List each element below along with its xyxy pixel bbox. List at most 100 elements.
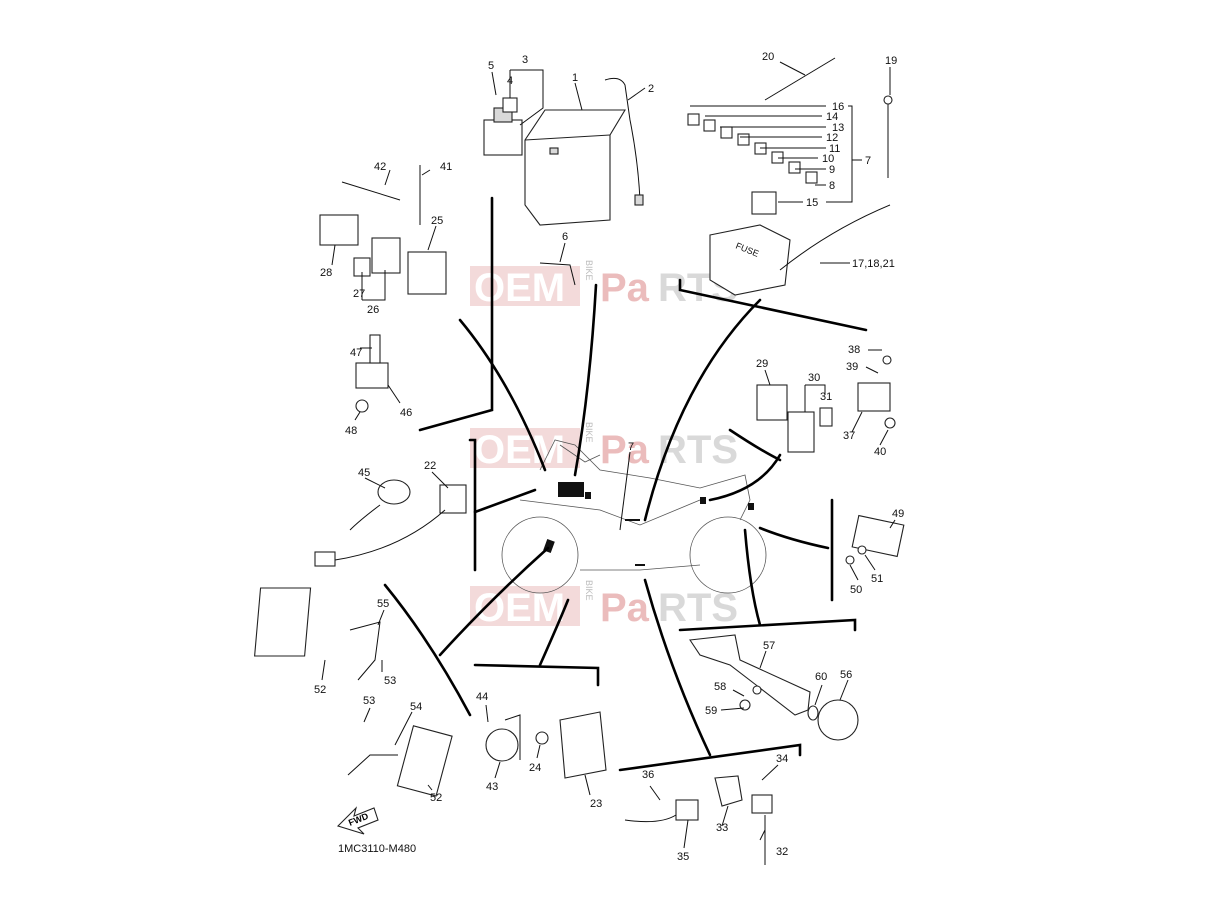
callout-46: 46 (400, 407, 412, 419)
callout-41: 41 (440, 161, 452, 173)
battery (524, 109, 626, 226)
socket-and-coupler (314, 479, 467, 567)
callout-55: 55 (377, 598, 389, 610)
callout-10: 10 (822, 153, 834, 165)
callout-23: 23 (590, 798, 602, 810)
diagram-code: 1MC3110-M480 (338, 843, 416, 855)
svg-text:OEM: OEM (474, 586, 565, 630)
callout-26: 26 (367, 304, 379, 316)
callout-53-rear: 53 (384, 675, 396, 687)
callout-labels: 1 2 3 4 5 6 7 7 8 9 10 11 12 13 14 15 16… (314, 51, 904, 863)
callout-37: 37 (843, 430, 855, 442)
callout-31: 31 (820, 391, 832, 403)
callout-14: 14 (826, 111, 838, 123)
callout-36: 36 (642, 769, 654, 781)
watermark-middle: OEM BIKE Pa RTS (470, 422, 738, 472)
callout-24: 24 (529, 762, 541, 774)
cable-tie (764, 57, 893, 178)
callout-11: 11 (829, 143, 840, 155)
clamp (539, 262, 576, 286)
callout-2: 2 (648, 83, 654, 95)
callout-8: 8 (829, 180, 835, 192)
callout-19: 19 (885, 55, 897, 67)
callout-53-front: 53 (363, 695, 375, 707)
svg-text:Pa: Pa (600, 428, 650, 472)
callout-59: 59 (705, 705, 717, 717)
svg-text:BIKE: BIKE (584, 260, 594, 281)
switch (857, 355, 896, 429)
speed-sensor (714, 775, 773, 865)
relay-cluster-right (756, 384, 833, 453)
license-bracket (689, 634, 859, 741)
callout-52-rear: 52 (314, 684, 326, 696)
callout-45: 45 (358, 467, 370, 479)
reflector-front (347, 725, 453, 797)
callout-51: 51 (871, 573, 883, 585)
callout-15: 15 (806, 197, 818, 209)
callout-58: 58 (714, 681, 726, 693)
callout-49: 49 (892, 508, 904, 520)
callout-6: 6 (562, 231, 568, 243)
callout-40: 40 (874, 446, 886, 458)
callout-28: 28 (320, 267, 332, 279)
callout-32: 32 (776, 846, 788, 858)
battery-lead (604, 77, 644, 206)
callout-47: 47 (350, 347, 362, 359)
watermark-top: OEM BIKE Pa RTS (470, 260, 738, 310)
ecu (535, 711, 607, 779)
svg-text:RTS: RTS (658, 586, 738, 630)
callout-38: 38 (848, 344, 860, 356)
callout-39: 39 (846, 361, 858, 373)
callout-9: 9 (829, 164, 835, 176)
callout-7-harness: 7 (628, 441, 634, 453)
callout-7: 7 (865, 155, 871, 167)
callout-34: 34 (776, 753, 788, 765)
callout-22: 22 (424, 460, 436, 472)
svg-text:OEM: OEM (474, 428, 565, 472)
fwd-arrow-icon: FWD (336, 806, 379, 835)
callout-57: 57 (763, 640, 775, 652)
callout-60: 60 (815, 671, 827, 683)
fuses (687, 113, 818, 215)
callout-4: 4 (507, 75, 513, 87)
callout-30: 30 (808, 372, 820, 384)
svg-text:Pa: Pa (600, 586, 650, 630)
callout-5: 5 (488, 60, 494, 72)
callout-29: 29 (756, 358, 768, 370)
callout-33: 33 (716, 822, 728, 834)
reflector-side (845, 514, 905, 565)
callout-50: 50 (850, 584, 862, 596)
svg-text:BIKE: BIKE (584, 422, 594, 443)
callout-48: 48 (345, 425, 357, 437)
svg-text:OEM: OEM (474, 266, 565, 310)
svg-text:Pa: Pa (600, 266, 650, 310)
callout-27: 27 (353, 288, 365, 300)
reflector-rear (254, 587, 381, 681)
callout-44: 44 (476, 691, 488, 703)
pointer-lines (383, 196, 868, 772)
watermark-bottom: OEM BIKE Pa RTS (470, 580, 738, 630)
leader-lines (321, 61, 896, 849)
sensor (355, 334, 389, 413)
callout-3: 3 (522, 54, 528, 66)
sidestand-switch (624, 799, 699, 823)
callout-1: 1 (572, 72, 578, 84)
callout-13: 13 (832, 122, 844, 134)
horn (485, 714, 521, 762)
callout-56: 56 (840, 669, 852, 681)
callout-42: 42 (374, 161, 386, 173)
callout-54: 54 (410, 701, 422, 713)
svg-text:BIKE: BIKE (584, 580, 594, 601)
callout-25: 25 (431, 215, 443, 227)
callout-16: 16 (832, 101, 844, 113)
callout-17-18-21: 17,18,21 (852, 258, 895, 270)
fuse-box: FUSE (709, 204, 891, 296)
callout-12: 12 (826, 132, 838, 144)
callout-20: 20 (762, 51, 774, 63)
relay-cluster-left (319, 165, 447, 295)
callout-35: 35 (677, 851, 689, 863)
starter-relay (483, 97, 523, 156)
callout-52-front: 52 (430, 792, 442, 804)
